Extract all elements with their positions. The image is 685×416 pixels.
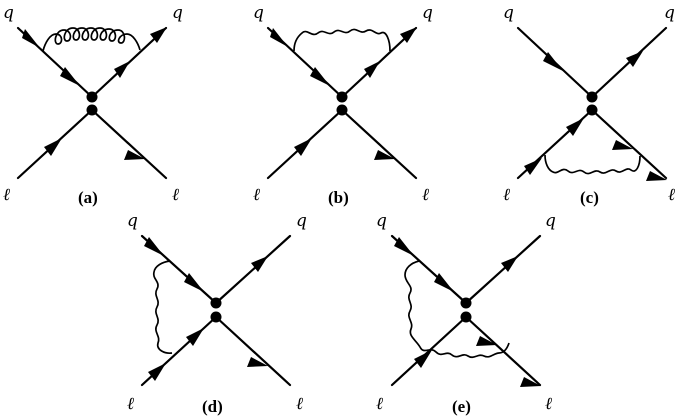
- arrow-icon: [434, 273, 454, 292]
- arrow-icon: [186, 328, 204, 346]
- vertex-dot: [460, 311, 472, 323]
- lepton-in-line: [390, 315, 468, 387]
- label-bottom-right: ℓ: [296, 394, 303, 414]
- photon-loop: [152, 260, 173, 354]
- vertex-dot: [336, 91, 348, 103]
- arrow-icon: [364, 61, 380, 78]
- label-top-right: q: [422, 3, 433, 23]
- caption: (a): [78, 188, 98, 207]
- label-top-right: q: [172, 3, 183, 23]
- label-bottom-left: ℓ: [503, 185, 510, 205]
- arrow-icon: [184, 273, 204, 292]
- lepton-out-line: [340, 108, 418, 180]
- arrow-icon: [400, 27, 417, 43]
- arrow-icon: [144, 237, 164, 256]
- photon-loop: [404, 260, 510, 359]
- arrow-icon: [543, 52, 563, 71]
- label-top-right: q: [664, 3, 675, 23]
- label-top-left: q: [376, 211, 387, 231]
- arrow-icon: [374, 150, 395, 160]
- arrow-icon: [414, 350, 432, 368]
- label-top-right: q: [545, 211, 556, 231]
- quark-out-line: [464, 234, 542, 305]
- vertex-dot: [336, 104, 348, 116]
- quark-out-line: [590, 26, 668, 99]
- arrow-icon: [394, 237, 414, 256]
- label-top-left: q: [253, 3, 264, 23]
- caption: (b): [328, 188, 349, 207]
- arrow-icon: [476, 336, 497, 346]
- label-bottom-right: ℓ: [668, 185, 675, 205]
- vertex-dot: [586, 104, 598, 116]
- arrow-icon: [150, 27, 167, 43]
- arrow-icon: [294, 138, 312, 156]
- label-top-right: q: [296, 211, 307, 231]
- lepton-out-line: [214, 315, 292, 387]
- label-bottom-left: ℓ: [253, 185, 260, 205]
- arrow-icon: [626, 51, 643, 67]
- label-bottom-left: ℓ: [376, 394, 383, 414]
- arrow-icon: [310, 67, 330, 86]
- label-top-left: q: [3, 3, 14, 23]
- caption: (d): [202, 397, 223, 416]
- arrow-icon: [60, 67, 80, 86]
- caption: (e): [452, 397, 471, 416]
- gluon-loop: [42, 27, 141, 52]
- caption: (c): [580, 188, 599, 207]
- arrow-icon: [501, 256, 518, 272]
- arrow-icon: [44, 138, 62, 156]
- arrow-icon: [247, 357, 268, 367]
- label-bottom-right: ℓ: [545, 394, 552, 414]
- diagram-b: q q ℓ ℓ (b): [253, 3, 433, 207]
- lepton-out-line: [90, 108, 168, 180]
- label-top-left: q: [127, 211, 138, 231]
- vertex-dot: [86, 104, 98, 116]
- label-bottom-right: ℓ: [172, 185, 179, 205]
- arrow-icon: [520, 377, 541, 387]
- arrow-icon: [22, 29, 40, 48]
- diagram-a: q q ℓ ℓ (a): [3, 3, 183, 207]
- arrow-icon: [251, 256, 268, 272]
- arrow-icon: [114, 61, 130, 78]
- vertex-dot: [586, 91, 598, 103]
- vertex-dot: [210, 297, 222, 309]
- arrow-icon: [270, 28, 288, 47]
- label-bottom-right: ℓ: [422, 185, 429, 205]
- arrow-icon: [124, 150, 145, 160]
- label-top-left: q: [503, 3, 514, 23]
- diagram-e: q q ℓ ℓ (e): [376, 211, 556, 416]
- arrow-icon: [148, 363, 166, 381]
- arrow-icon: [566, 118, 584, 136]
- lepton-out-line: [590, 108, 668, 180]
- vertex-dot: [460, 297, 472, 309]
- arrow-icon: [524, 158, 542, 175]
- label-bottom-left: ℓ: [127, 394, 134, 414]
- quark-out-line: [214, 234, 292, 305]
- arrow-icon: [612, 140, 633, 150]
- diagram-c: q q ℓ ℓ (c): [503, 3, 675, 207]
- diagram-d: q q ℓ ℓ (d): [127, 211, 307, 416]
- vertex-dot: [86, 91, 98, 103]
- label-bottom-left: ℓ: [3, 185, 10, 205]
- arrow-icon: [646, 171, 667, 181]
- photon-loop: [544, 154, 641, 175]
- vertex-dot: [210, 311, 222, 323]
- photon-loop: [293, 28, 391, 52]
